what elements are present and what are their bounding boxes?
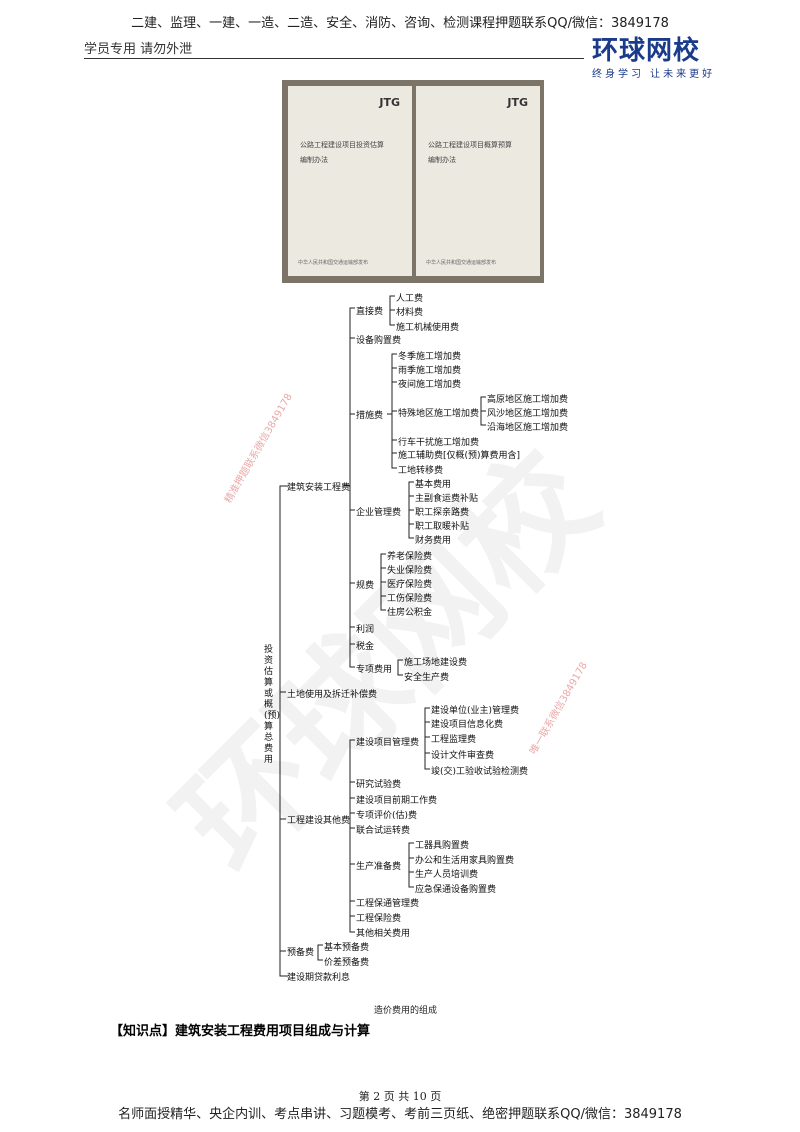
node-jibenfeiyong: 基本费用 — [415, 480, 452, 490]
cover-left-publisher: 中华人民共和国交通运输部发布 — [298, 260, 369, 266]
node-gaoyuan: 高原地区施工增加费 — [487, 395, 569, 405]
node-lixi: 建设期贷款利息 — [287, 973, 351, 983]
node-xinxihua: 建设项目信息化费 — [431, 720, 504, 730]
node-gongshang: 工伤保险费 — [387, 594, 433, 604]
node-teshu: 特殊地区施工增加费 — [398, 409, 480, 419]
node-shengchan: 生产准备费 — [356, 862, 402, 872]
node-yiliao: 医疗保险费 — [387, 580, 433, 590]
footer-text: 名师面授精华、央企内训、考点串讲、习题模考、考前三页纸、绝密押题联系QQ/微信：… — [118, 1107, 682, 1122]
node-yejian: 夜间施工增加费 — [398, 380, 462, 390]
node-xiangmu: 建设项目管理费 — [356, 738, 420, 748]
header-top-text: 二建、监理、一建、一造、二造、安全、消防、咨询、检测课程押题联系QQ/微信：38… — [131, 16, 669, 31]
node-jiben: 基本预备费 — [324, 943, 370, 953]
book-cover-left: JTG 公路工程建设项目投资估算 编制办法 中华人民共和国交通运输部发布 — [288, 86, 412, 276]
header-rule — [84, 58, 584, 59]
node-rengong: 人工费 — [396, 294, 424, 304]
knowledge-heading: 【知识点】建筑安装工程费用项目组成与计算 — [110, 1024, 371, 1039]
header-left-text: 学员专用 请勿外泄 — [84, 42, 193, 57]
node-qianqi: 建设项目前期工作费 — [356, 796, 438, 806]
node-bangong: 办公和生活用家具购置费 — [415, 856, 515, 866]
cover-left-jtg: JTG — [379, 96, 400, 109]
node-tanqin: 职工探亲路费 — [415, 508, 470, 518]
node-yingji: 应急保通设备购置费 — [415, 885, 497, 895]
node-baoxian: 工程保险费 — [356, 914, 402, 924]
page-number: 第 2 页 共 10 页 — [358, 1090, 442, 1103]
cover-right-title1: 公路工程建设项目概算预算 — [428, 141, 512, 149]
node-fuzhu: 施工辅助费[仅概(预)算费用含] — [398, 451, 521, 461]
node-qita: 其他相关费用 — [356, 929, 411, 939]
node-shebei: 设备购置费 — [356, 336, 402, 346]
node-cuoshi: 措施费 — [356, 411, 384, 421]
node-qiye: 企业管理费 — [356, 508, 402, 518]
node-jixie: 施工机械使用费 — [396, 323, 460, 333]
cover-right-publisher: 中华人民共和国交通运输部发布 — [426, 260, 497, 266]
node-cailiao: 材料费 — [396, 308, 424, 318]
node-yuji: 雨季施工增加费 — [398, 366, 462, 376]
node-zhijie: 直接费 — [356, 307, 384, 317]
node-jiacha: 价差预备费 — [324, 958, 370, 968]
book-covers-photo: JTG 公路工程建设项目投资估算 编制办法 中华人民共和国交通运输部发布 JTG… — [282, 80, 544, 283]
node-tudi: 土地使用及拆迁补偿费 — [287, 690, 378, 700]
node-shuijin: 税金 — [356, 642, 375, 652]
node-yanjiu: 研究试验费 — [356, 780, 402, 790]
node-zhufu: 主副食运费补贴 — [415, 494, 479, 504]
node-fengsha: 风沙地区施工增加费 — [487, 409, 569, 419]
node-jianli: 工程监理费 — [431, 735, 477, 745]
node-danwei: 建设单位(业主)管理费 — [431, 706, 520, 716]
cover-left-title2: 编制办法 — [300, 156, 328, 164]
book-cover-right: JTG 公路工程建设项目概算预算 编制办法 中华人民共和国交通运输部发布 — [416, 86, 540, 276]
node-guifei: 规费 — [356, 581, 375, 591]
node-peixun: 生产人员培训费 — [415, 870, 479, 880]
node-shiye: 失业保险费 — [387, 566, 433, 576]
node-baotong: 工程保通管理费 — [356, 899, 420, 909]
node-zhuanyi: 工地转移费 — [398, 466, 444, 476]
node-gongqiju: 工器具购置费 — [415, 841, 470, 851]
node-caiwu: 财务费用 — [415, 536, 452, 546]
node-anquan: 安全生产费 — [404, 673, 450, 683]
tree-root: 投资估算或概(预)算总费用 — [264, 645, 281, 765]
logo-tagline: 终身学习 让未来更好 — [592, 69, 716, 80]
node-yanglao: 养老保险费 — [387, 552, 433, 562]
node-zhufang: 住房公积金 — [387, 608, 433, 618]
node-xingche: 行车干扰施工增加费 — [398, 438, 480, 448]
node-gongcheng: 工程建设其他费 — [287, 816, 351, 826]
logo: 环球网校 终身学习 让未来更好 — [592, 30, 715, 80]
node-lianhe: 联合试运转费 — [356, 826, 411, 836]
node-yubei: 预备费 — [287, 948, 315, 958]
node-pingjia: 专项评价(估)费 — [356, 811, 418, 821]
node-jungong: 竣(交)工验收试验检测费 — [431, 767, 529, 777]
logo-brand: 环球网校 — [592, 36, 701, 66]
cover-right-title2: 编制办法 — [428, 156, 456, 164]
cover-left-title1: 公路工程建设项目投资估算 — [300, 141, 384, 149]
node-jianzhu: 建筑安装工程费 — [287, 483, 351, 493]
node-changdi: 施工场地建设费 — [404, 658, 468, 668]
node-zhuanxiang: 专项费用 — [356, 665, 393, 675]
node-qunuan: 职工取暖补贴 — [415, 522, 470, 532]
cover-right-jtg: JTG — [507, 96, 528, 109]
node-shencha: 设计文件审查费 — [431, 751, 495, 761]
node-dongji: 冬季施工增加费 — [398, 352, 462, 362]
figure-caption: 造价费用的组成 — [374, 1006, 438, 1016]
node-lirun: 利润 — [356, 625, 375, 635]
node-yanhai: 沿海地区施工增加费 — [487, 423, 569, 433]
